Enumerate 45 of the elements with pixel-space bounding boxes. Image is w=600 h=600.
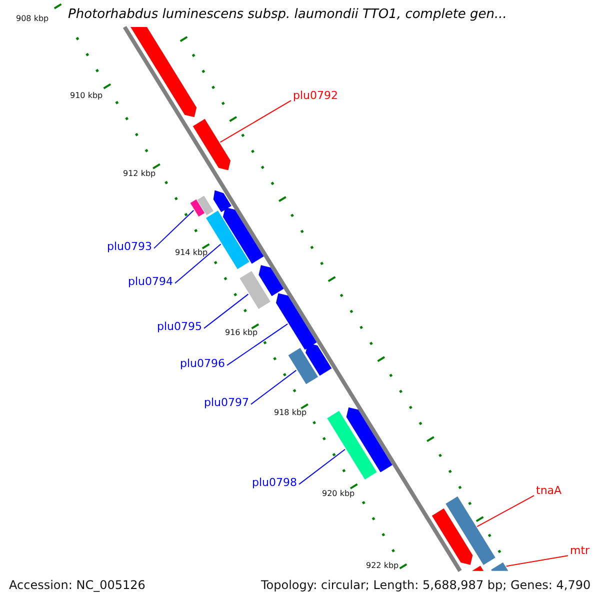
gene-block: [197, 196, 214, 216]
gene-feature: [276, 293, 317, 350]
gene-block: [327, 410, 377, 480]
gene-label: plu0798: [252, 477, 298, 490]
gene-label: mtr: [570, 545, 590, 558]
gene-feature: [213, 190, 232, 212]
tick-label: 920 kbp: [322, 489, 355, 498]
gene-feature: [432, 508, 473, 565]
gene-block: [190, 199, 205, 217]
leader-line: [226, 323, 288, 366]
gene-label: plu0794: [128, 276, 174, 289]
gene-label: plu0795: [157, 321, 202, 334]
gene-feature: [130, 26, 197, 118]
tick-label: 910 kbp: [70, 91, 103, 100]
gene-label: plu0793: [107, 241, 152, 254]
tick-label: 922 kbp: [366, 561, 399, 570]
gene-feature: [222, 207, 264, 264]
leader-line: [250, 370, 297, 405]
tick-label: 908 kbp: [16, 14, 49, 24]
accession-text: Accession: NC_005126: [9, 579, 146, 593]
gene-block: [240, 270, 270, 309]
gene-block: [446, 496, 496, 566]
gene-block: [206, 210, 250, 270]
leader-line: [298, 448, 346, 485]
gene-feature: [192, 118, 231, 170]
leader-line: [204, 294, 249, 329]
leader-line: [506, 555, 568, 567]
gene-label: tnaA: [536, 485, 562, 498]
gene-feature: [306, 343, 332, 376]
gene-label: plu0792: [293, 90, 338, 103]
genome-info-text: Topology: circular; Length: 5,688,987 bp; Genes: 4,790: [261, 579, 591, 593]
leader-line: [174, 244, 222, 284]
gene-label: plu0797: [204, 397, 250, 410]
tick-label: 912 kbp: [123, 169, 156, 178]
gene-feature: [346, 407, 392, 472]
gene-block: [491, 562, 508, 571]
gene-block: [288, 348, 318, 384]
tick-label: 916 kbp: [225, 328, 258, 338]
map-title: Photorhabdus luminescens subsp. laumondii TTO1, complete gen...: [68, 8, 507, 23]
gene-feature: [258, 265, 284, 296]
tick-label: 918 kbp: [274, 408, 307, 418]
leader-line: [476, 495, 534, 528]
leader-line: [220, 100, 292, 143]
tick-label: 914 kbp: [175, 248, 208, 258]
gene-label: plu0796: [180, 358, 226, 371]
